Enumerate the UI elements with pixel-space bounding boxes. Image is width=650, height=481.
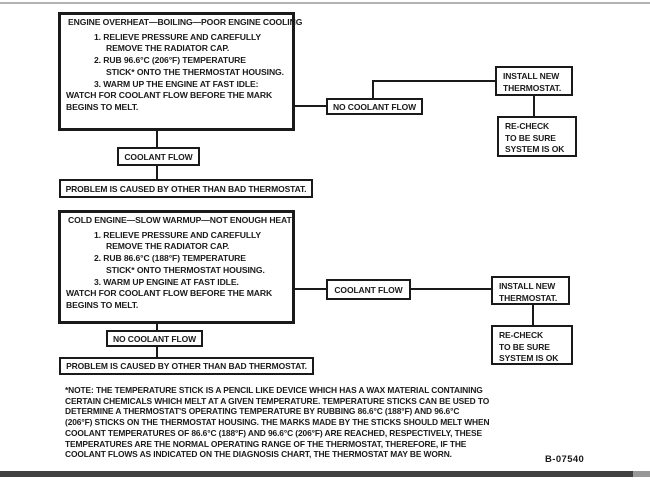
problem-result-box-1: PROBLEM IS CAUSED BY OTHER THAN BAD THER… (59, 179, 313, 198)
recheck-line: RE-CHECK (499, 330, 544, 340)
connector-line (156, 166, 158, 179)
connector-line (372, 80, 495, 82)
coolant-flow-label: COOLANT FLOW (124, 151, 193, 162)
problem-result-label: PROBLEM IS CAUSED BY OTHER THAN BAD THER… (66, 361, 307, 371)
connector-line (295, 288, 326, 290)
problem-result-box-2: PROBLEM IS CAUSED BY OTHER THAN BAD THER… (59, 357, 314, 375)
problem-result-label: PROBLEM IS CAUSED BY OTHER THAN BAD THER… (65, 183, 307, 194)
page-bottom-rule (0, 471, 633, 477)
overheat-diagnosis-box: ENGINE OVERHEAT—BOILING—POOR ENGINE COOL… (58, 12, 303, 131)
install-line: THERMOSTAT. (499, 292, 558, 303)
install-line: THERMOSTAT. (503, 82, 562, 93)
recheck-line: TO BE SURE (499, 341, 550, 352)
procedure-line: 2. RUB 86.6°C (188°F) TEMPERATURE (94, 253, 246, 264)
footnote-line: COOLANT FLOWS AS INDICATED ON THE DIAGNO… (65, 449, 452, 460)
cold-engine-title: COLD ENGINE—SLOW WARMUP—NOT ENOUGH HEAT (68, 215, 292, 225)
recheck-box-2: RE-CHECK TO BE SURE SYSTEM IS OK (491, 325, 573, 365)
connector-line (156, 323, 158, 331)
no-coolant-flow-box-1: NO COOLANT FLOW (326, 98, 423, 115)
figure-code: B-07540 (545, 454, 585, 465)
no-coolant-flow-box-2: NO COOLANT FLOW (106, 330, 203, 347)
recheck-line: SYSTEM IS OK (505, 144, 565, 155)
procedure-line: 1. RELIEVE PRESSURE AND CAREFULLY (94, 229, 262, 240)
procedure-line: BEGINS TO MELT. (66, 299, 139, 310)
procedure-line: BEGINS TO MELT. (66, 101, 139, 112)
footnote-text: *NOTE: THE TEMPERATURE STICK IS A PENCIL… (65, 385, 490, 460)
coolant-flow-box-1: COOLANT FLOW (117, 147, 200, 166)
coolant-flow-box-2: COOLANT FLOW (326, 279, 411, 300)
cold-engine-diagnosis-box: COLD ENGINE—SLOW WARMUP—NOT ENOUGH HEAT … (58, 210, 295, 324)
no-coolant-flow-label: NO COOLANT FLOW (112, 333, 196, 344)
coolant-flow-label: COOLANT FLOW (334, 284, 403, 295)
connector-line (295, 105, 326, 107)
procedure-line: 2. RUB 96.6°C (206°F) TEMPERATURE (94, 55, 246, 66)
install-line: INSTALL NEW (503, 71, 560, 81)
recheck-line: TO BE SURE (505, 132, 556, 143)
procedure-line: 3. WARM UP ENGINE AT FAST IDLE. (94, 276, 239, 287)
procedure-line: STICK* ONTO THERMOSTAT HOUSING. (106, 264, 265, 275)
install-line: INSTALL NEW (499, 281, 556, 291)
procedure-line: REMOVE THE RADIATOR CAP. (106, 43, 230, 54)
connector-line (156, 347, 158, 357)
procedure-line: WATCH FOR COOLANT FLOW BEFORE THE MARK (66, 90, 273, 101)
recheck-box-1: RE-CHECK TO BE SURE SYSTEM IS OK (497, 116, 577, 157)
page-bottom-rule-tip (633, 471, 650, 477)
footnote-line: COOLANT TEMPERATURES OF 86.6°C (188°F) A… (65, 427, 483, 438)
footnote-line: *NOTE: THE TEMPERATURE STICK IS A PENCIL… (65, 385, 483, 395)
connector-line (156, 131, 158, 147)
connector-line (372, 80, 374, 98)
install-thermostat-box-1: INSTALL NEW THERMOSTAT. (495, 66, 573, 96)
procedure-line: STICK* ONTO THE THERMOSTAT HOUSING. (106, 66, 284, 77)
procedure-line: 3. WARM UP THE ENGINE AT FAST IDLE: (94, 78, 259, 89)
procedure-line: REMOVE THE RADIATOR CAP. (106, 241, 230, 252)
footnote-line: (206°F) STICKS ON THE THERMOSTAT HOUSING… (65, 417, 490, 428)
page-top-rule (0, 2, 650, 4)
connector-line (532, 304, 534, 325)
install-thermostat-box-2: INSTALL NEW THERMOSTAT. (491, 276, 570, 305)
footnote-line: CERTAIN CHEMICALS WHICH MELT AT A GIVEN … (65, 395, 490, 406)
recheck-line: SYSTEM IS OK (499, 353, 559, 364)
procedure-line: 1. RELIEVE PRESSURE AND CAREFULLY (94, 31, 262, 42)
footnote-line: DETERMINE A THERMOSTAT'S OPERATING TEMPE… (65, 406, 460, 417)
overheat-title: ENGINE OVERHEAT—BOILING—POOR ENGINE COOL… (68, 17, 303, 27)
procedure-line: WATCH FOR COOLANT FLOW BEFORE THE MARK (66, 288, 273, 299)
footnote-line: TEMPERATURES ARE THE NORMAL OPERATING RA… (65, 438, 467, 449)
connector-line (533, 96, 535, 116)
no-coolant-flow-label: NO COOLANT FLOW (332, 101, 416, 112)
connector-line (411, 288, 491, 290)
recheck-line: RE-CHECK (505, 121, 550, 131)
